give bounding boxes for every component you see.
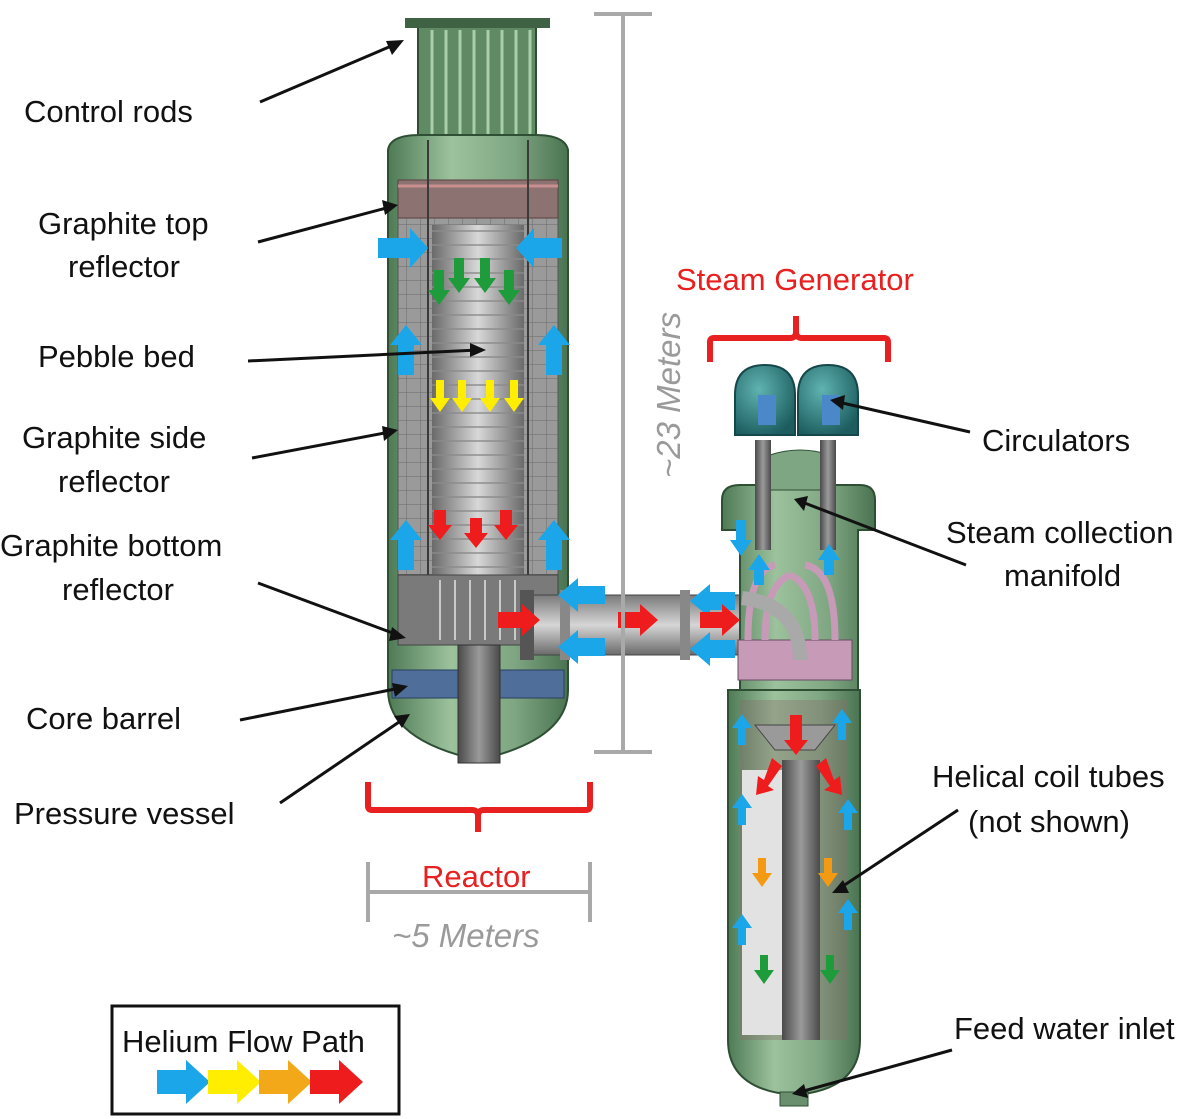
flow-arrow-blue: [732, 914, 752, 945]
flow-arrow-blue: [516, 228, 562, 268]
flow-arrow-orange: [818, 858, 838, 887]
flow-arrow-red: [700, 604, 740, 636]
flow-arrow-blue: [832, 709, 852, 740]
label-steam-collection-2: manifold: [1004, 558, 1121, 593]
reactor-label: Reactor: [422, 859, 531, 894]
legend-orange-arrow: [259, 1060, 312, 1104]
circulator-shaft-right: [820, 440, 836, 550]
steam-generator-label: Steam Generator: [676, 262, 914, 297]
flow-arrow-green: [820, 955, 840, 984]
width-dimension: [366, 862, 592, 922]
label-graphite-top-2: reflector: [68, 249, 180, 284]
steam-generator-center-shaft: [782, 760, 820, 1040]
label-pressure-vessel: Pressure vessel: [14, 796, 235, 831]
flow-arrow-blue: [732, 794, 752, 825]
label-pebble-bed: Pebble bed: [38, 339, 195, 374]
label-graphite-bottom-1: Graphite bottom: [0, 528, 222, 563]
flow-arrow-blue: [730, 520, 752, 556]
flow-arrow-blue: [390, 325, 422, 375]
leader-lines: [239, 42, 971, 1094]
flow-arrow-red: [498, 604, 540, 636]
flow-arrows-yellow: [430, 380, 524, 412]
reactor-bottom-shaft: [457, 644, 501, 764]
label-helical-coil-2: (not shown): [968, 804, 1130, 839]
flow-arrow-red: [756, 758, 782, 795]
flow-arrow-green: [754, 955, 774, 984]
flow-arrow-red: [618, 604, 658, 636]
legend-red-arrow: [310, 1060, 363, 1104]
flow-arrow-blue: [838, 899, 858, 930]
reactor-bracket: [365, 782, 593, 832]
flow-arrow-blue: [558, 630, 605, 664]
flow-arrow-blue: [838, 799, 858, 830]
flow-arrow-blue: [748, 554, 770, 585]
flow-arrow-orange: [752, 858, 772, 887]
legend-title: Helium Flow Path: [122, 1024, 365, 1059]
legend: Helium Flow Path: [110, 1004, 401, 1116]
helium-flow-arrows: [378, 228, 858, 984]
label-feed-water-inlet: Feed water inlet: [954, 1011, 1175, 1046]
legend-box: [110, 1004, 401, 1116]
label-core-barrel: Core barrel: [26, 701, 181, 736]
legend-yellow-arrow: [208, 1060, 261, 1104]
height-dimension-label: ~23 Meters: [650, 312, 687, 478]
label-steam-collection-1: Steam collection: [946, 515, 1173, 550]
flow-arrow-blue: [818, 544, 840, 575]
label-control-rods: Control rods: [24, 94, 193, 129]
control-rod-head: [417, 21, 537, 143]
steam-generator-bracket: [707, 316, 891, 362]
label-graphite-side-1: Graphite side: [22, 420, 206, 455]
flow-arrow-blue: [378, 228, 428, 268]
flow-arrow-blue: [558, 578, 605, 612]
circulator-shaft-left: [755, 440, 771, 550]
label-circulators: Circulators: [982, 423, 1130, 458]
legend-blue-arrow: [157, 1060, 210, 1104]
label-graphite-top-1: Graphite top: [38, 206, 209, 241]
label-helical-coil-1: Helical coil tubes: [932, 759, 1165, 794]
label-graphite-bottom-2: reflector: [62, 572, 174, 607]
helical-coil-region: [742, 770, 782, 1035]
height-dimension: [594, 12, 652, 754]
leader-arrowheads: [382, 40, 849, 1098]
width-dimension-label: ~5 Meters: [392, 917, 540, 954]
flow-arrow-blue: [538, 520, 570, 570]
control-rod-tubes: [430, 30, 532, 140]
flow-arrows-red-core: [428, 510, 518, 548]
label-graphite-side-2: reflector: [58, 464, 170, 499]
flow-arrows-green-top: [428, 258, 520, 305]
flow-arrow-blue: [538, 325, 570, 375]
steam-generator-vessel: [721, 363, 876, 1107]
flow-arrow-red: [816, 758, 842, 795]
flow-arrow-blue: [390, 520, 422, 570]
flow-arrow-blue: [690, 632, 735, 666]
flow-arrow-blue: [732, 714, 752, 745]
flow-arrow-red: [784, 715, 808, 755]
